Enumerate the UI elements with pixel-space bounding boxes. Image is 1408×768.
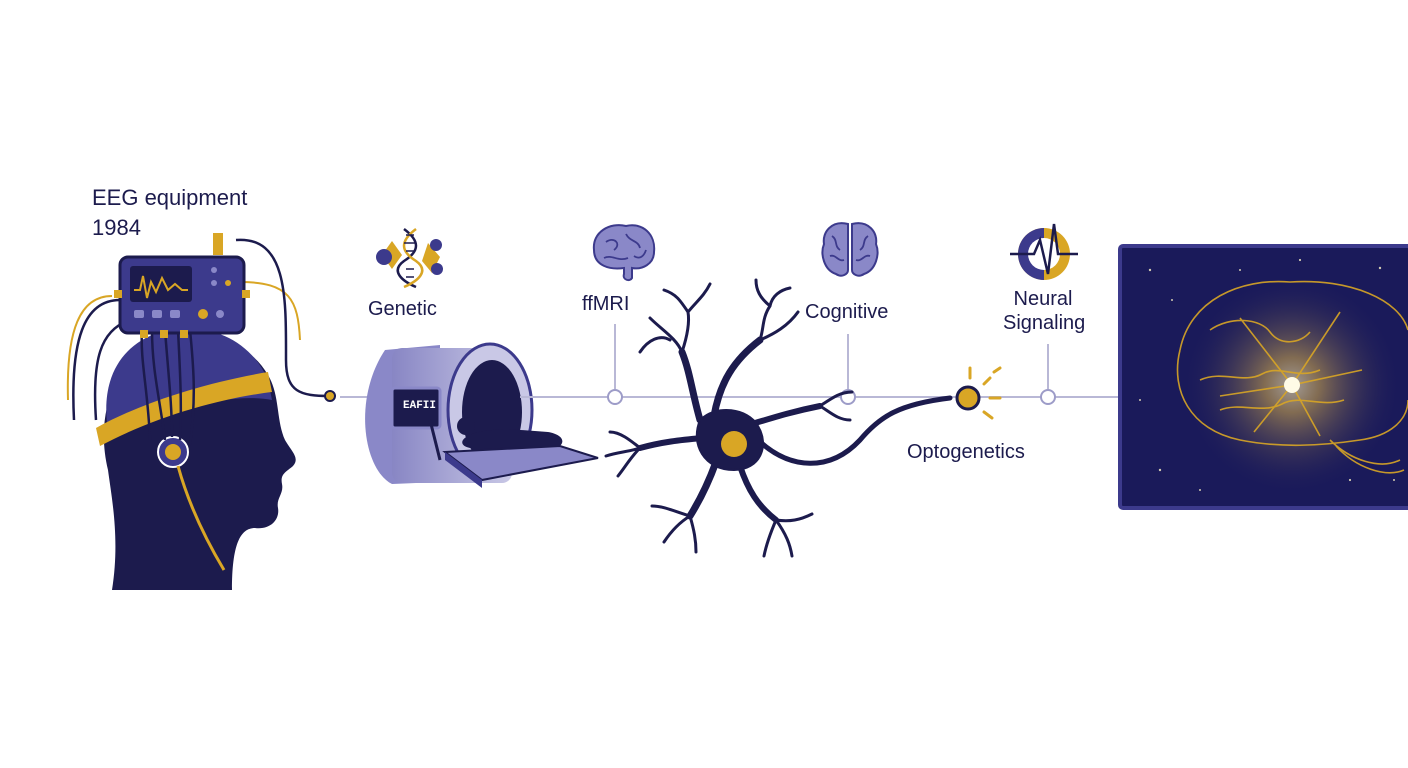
milestone-marker-neural-signaling [1040, 344, 1056, 405]
mri-screen-text: EAFII [403, 400, 437, 412]
glowing-brain-icon [1176, 280, 1408, 474]
brain-hemispheres-icon [821, 222, 879, 277]
dna-icon [376, 228, 443, 289]
light-burst-icon [955, 366, 1002, 420]
eeg-year: 1984 [92, 215, 141, 240]
mri-scanner-illustration [365, 342, 599, 488]
glowing-brain-panel [1118, 244, 1408, 510]
signal-pulse-icon [1010, 223, 1078, 280]
milestone-label-optogenetics: Optogenetics [907, 441, 1025, 463]
eeg-head-illustration [66, 238, 336, 590]
milestone-label-cognitive: Cognitive [805, 301, 889, 323]
eeg-title: EEG equipment [92, 185, 248, 210]
milestone-label-neural-signaling: Neural Signaling [1003, 287, 1086, 335]
eeg-device [114, 233, 250, 338]
milestone-label-fmri: ffMRI [582, 293, 630, 315]
milestone-label-neural-line2: Signaling [1003, 312, 1086, 334]
neuron-illustration [604, 278, 953, 558]
milestone-label-genetic: Genetic [368, 298, 437, 320]
milestone-label-neural-line1: Neural [1013, 288, 1073, 310]
milestone-marker-fmri [607, 324, 623, 405]
brain-icon [592, 224, 656, 282]
